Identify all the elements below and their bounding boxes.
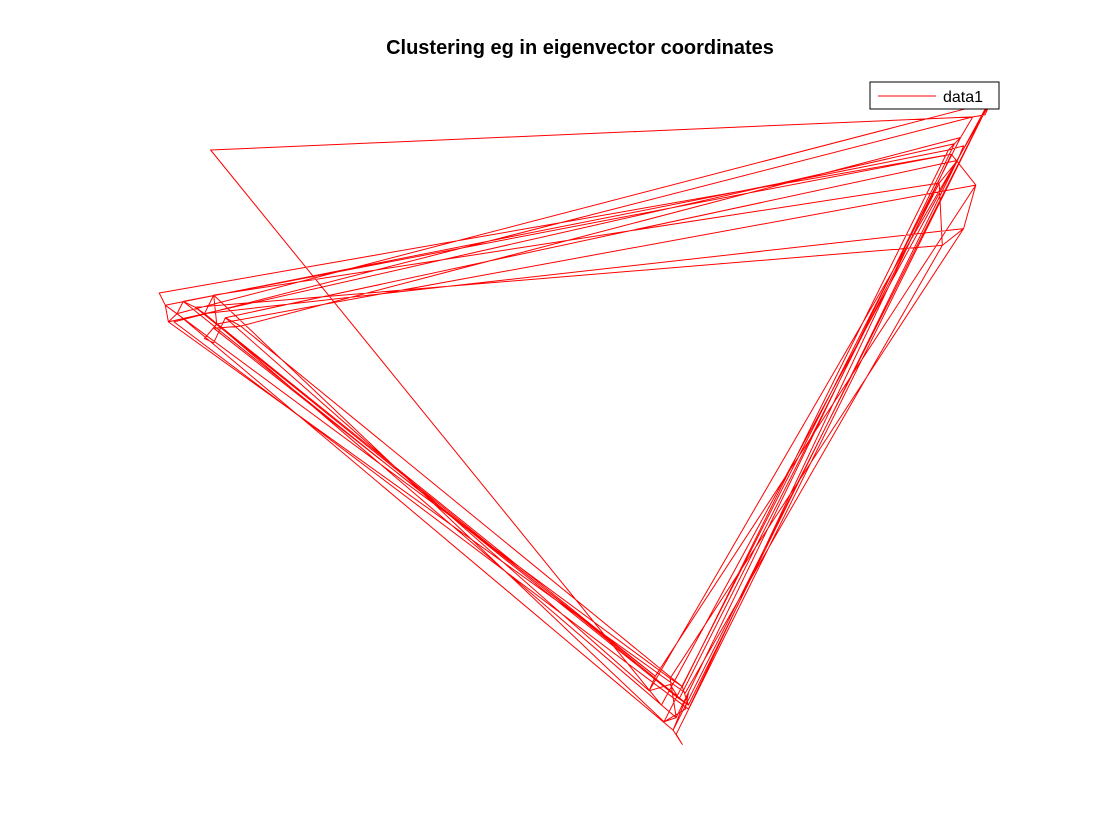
series-line-data1 <box>158 87 998 745</box>
legend-label-data1: data1 <box>943 89 983 106</box>
chart-title: Clustering eg in eigenvector coordinates <box>386 37 774 59</box>
plot-area <box>158 87 998 745</box>
legend: data1 <box>869 81 1000 110</box>
